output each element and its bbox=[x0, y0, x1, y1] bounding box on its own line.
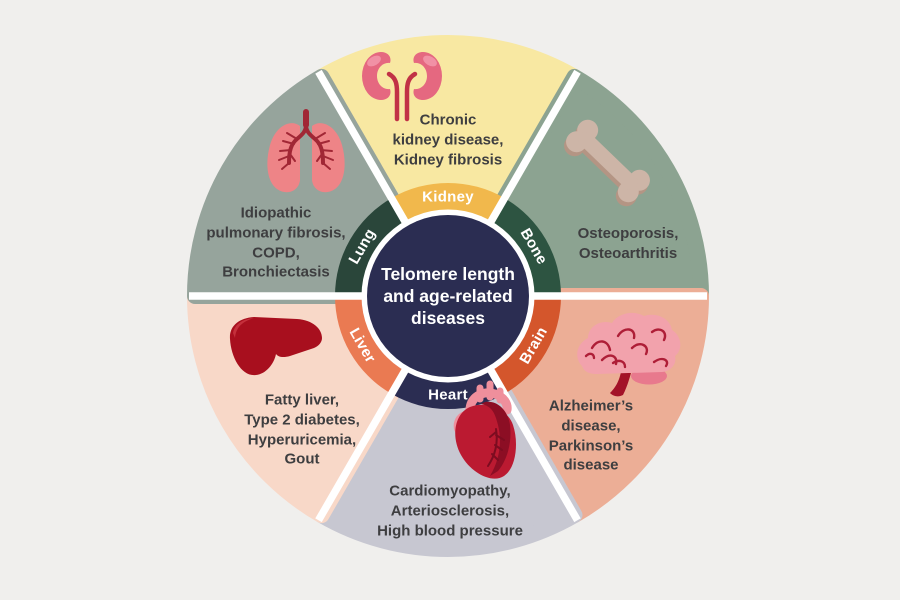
brain-icon bbox=[577, 312, 681, 397]
kidney-diseases-text: Chronic kidney disease, Kidney fibrosis bbox=[392, 111, 504, 168]
liver-icon bbox=[229, 317, 322, 376]
label-arc-ring bbox=[334, 182, 561, 410]
ring-label-heart: Heart bbox=[428, 387, 468, 404]
bone-diseases-text: Osteoporosis, Osteoarthritis bbox=[577, 225, 679, 262]
arc-bone bbox=[490, 198, 561, 296]
lung-diseases-text: Idiopathic pulmonary fibrosis, COPD, Bro… bbox=[206, 204, 346, 281]
kidney-icon bbox=[362, 52, 442, 122]
lungs-icon bbox=[267, 109, 345, 193]
diagram-title: Telomere length and age-related diseases bbox=[381, 263, 515, 329]
heart-icon bbox=[453, 380, 516, 479]
arc-kidney bbox=[391, 182, 505, 224]
wedge-kidney bbox=[313, 35, 583, 304]
arc-liver bbox=[334, 296, 406, 394]
brain-diseases-text: Alzheimer’s disease, Parkinson’s disease bbox=[548, 397, 634, 474]
arc-lung bbox=[335, 198, 406, 296]
center-circle bbox=[367, 215, 529, 377]
liver-diseases-text: Fatty liver, Type 2 diabetes, Hyperurice… bbox=[244, 391, 360, 468]
bone-icon bbox=[564, 119, 650, 207]
wedge-heart bbox=[313, 288, 583, 557]
heart-diseases-text: Cardiomyopathy, Arteriosclerosis, High b… bbox=[377, 482, 523, 539]
ring-label-kidney: Kidney bbox=[422, 189, 474, 206]
arc-brain bbox=[490, 296, 561, 394]
